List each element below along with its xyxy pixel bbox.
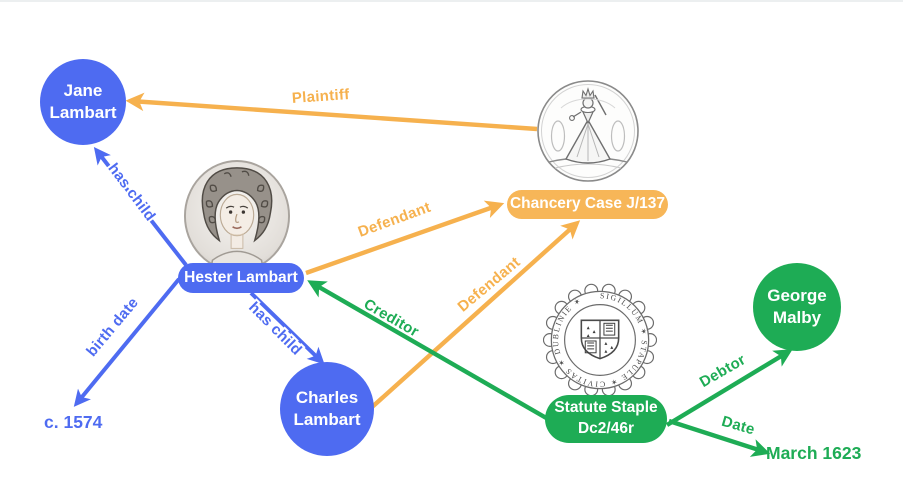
node-label: Charles Lambart xyxy=(293,387,361,429)
node-george-malby[interactable]: George Malby xyxy=(753,263,841,351)
node-label: Jane Lambart xyxy=(49,80,117,122)
edge-birth-date xyxy=(73,277,181,407)
node-chancery-case[interactable]: Chancery Case J/137 xyxy=(507,190,668,219)
chancery-seal-image[interactable] xyxy=(535,78,641,184)
edge-defendant-hester xyxy=(305,200,505,276)
value-date: March 1623 xyxy=(766,443,862,463)
node-jane-lambart[interactable]: Jane Lambart xyxy=(40,59,126,145)
edge-label-date: Date xyxy=(720,413,757,439)
edge-plaintiff xyxy=(125,92,538,132)
edge-has-child-jane xyxy=(93,147,188,267)
edge-label-has-child-jane: has child xyxy=(104,160,158,224)
node-label: Chancery Case J/137 xyxy=(509,195,666,213)
edge-label-plaintiff: Plaintiff xyxy=(291,86,350,107)
staple-seal-image[interactable]: SIGILLUM ✶ STAPULE ✶ CIVITAS ✶ DUBLINIE … xyxy=(543,283,657,397)
edge-has-child-charles xyxy=(249,291,325,365)
edge-debtor xyxy=(665,349,793,427)
edge-label-birth-date: birth date xyxy=(83,294,142,360)
node-label: George Malby xyxy=(767,285,827,327)
edge-label-has-child-charles: has child xyxy=(245,299,305,359)
node-label-line1: Statute Staple xyxy=(554,399,658,417)
node-statute-staple[interactable]: Statute Staple Dc2/46r xyxy=(545,395,667,443)
node-label: Hester Lambart xyxy=(184,268,298,286)
edge-label-debtor: Debtor xyxy=(697,351,749,391)
hester-portrait-image[interactable] xyxy=(183,160,291,272)
edge-creditor xyxy=(307,280,550,421)
value-birth-date: c. 1574 xyxy=(44,412,103,432)
edge-label-defendant-charles: Defendant xyxy=(455,254,524,316)
node-label-line2: Dc2/46r xyxy=(577,420,634,437)
edge-date xyxy=(668,418,771,457)
node-hester-lambart[interactable]: Hester Lambart xyxy=(178,263,304,293)
edge-defendant-charles xyxy=(369,220,581,410)
node-charles-lambart[interactable]: Charles Lambart xyxy=(280,362,374,456)
